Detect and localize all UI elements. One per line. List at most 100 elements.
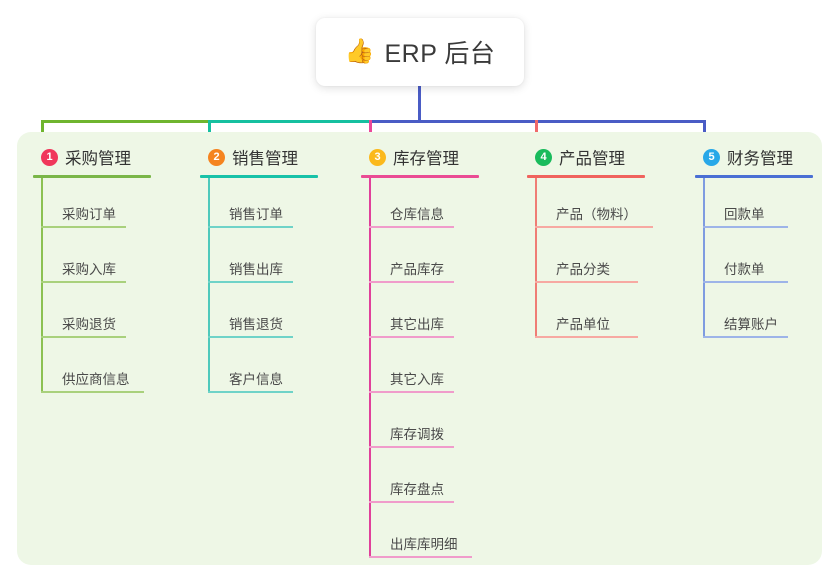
- list-item[interactable]: 采购订单: [33, 178, 193, 233]
- list-item-label: 销售出库: [229, 262, 283, 277]
- list-item[interactable]: 库存调拨: [361, 398, 536, 453]
- list-item[interactable]: 结算账户: [695, 288, 835, 343]
- connector-stem: [417, 84, 421, 123]
- list-item-label: 仓库信息: [390, 207, 444, 222]
- list-item-rule: [41, 336, 126, 338]
- list-item-label: 采购退货: [62, 317, 116, 332]
- list-item-rule: [369, 226, 454, 228]
- list-item-rule: [41, 281, 126, 283]
- list-item-label: 供应商信息: [62, 372, 130, 387]
- list-item-label: 出库库明细: [390, 537, 458, 552]
- list-item[interactable]: 采购入库: [33, 233, 193, 288]
- list-item-label: 客户信息: [229, 372, 283, 387]
- number-badge-icon: 1: [41, 148, 58, 166]
- list-item[interactable]: 产品（物料）: [527, 178, 702, 233]
- list-item-label: 库存盘点: [390, 482, 444, 497]
- column-items: 销售订单销售出库销售退货客户信息: [200, 178, 360, 398]
- list-item-label: 产品库存: [390, 262, 444, 277]
- column-items: 仓库信息产品库存其它出库其它入库库存调拨库存盘点出库库明细: [361, 178, 536, 563]
- list-item[interactable]: 其它出库: [361, 288, 536, 343]
- list-item-label: 销售退货: [229, 317, 283, 332]
- list-item-rule: [369, 501, 454, 503]
- column-title: 采购管理: [65, 150, 131, 168]
- column-header-rule: [695, 175, 813, 178]
- column-header-2[interactable]: 2 销售管理: [200, 144, 360, 170]
- column-title: 财务管理: [727, 150, 793, 168]
- connector-bar-left: [41, 120, 210, 123]
- list-item-rule: [41, 391, 144, 393]
- tree-trunk-line: [535, 178, 537, 338]
- list-item[interactable]: 其它入库: [361, 343, 536, 398]
- list-item[interactable]: 销售出库: [200, 233, 360, 288]
- diagram-panel: [17, 132, 822, 565]
- column-header-rule: [33, 175, 151, 178]
- column-title: 销售管理: [232, 150, 298, 168]
- list-item-label: 其它出库: [390, 317, 444, 332]
- column-items: 产品（物料） 产品分类产品单位: [527, 178, 702, 343]
- column-items: 采购订单采购入库采购退货供应商信息: [33, 178, 193, 398]
- number-badge-icon: 4: [535, 148, 552, 166]
- list-item-rule: [369, 446, 454, 448]
- list-item-rule: [369, 281, 454, 283]
- list-item-rule: [208, 336, 293, 338]
- list-item[interactable]: 客户信息: [200, 343, 360, 398]
- list-item[interactable]: 销售退货: [200, 288, 360, 343]
- column-header-rule: [527, 175, 645, 178]
- list-item-rule: [369, 391, 454, 393]
- list-item-label: 库存调拨: [390, 427, 444, 442]
- list-item[interactable]: 出库库明细: [361, 508, 536, 563]
- list-item[interactable]: 供应商信息: [33, 343, 193, 398]
- list-item-label: 付款单: [724, 262, 765, 277]
- list-item[interactable]: 库存盘点: [361, 453, 536, 508]
- connector-bar-mid: [208, 120, 371, 123]
- column-2: 2 销售管理销售订单销售出库销售退货客户信息: [200, 144, 360, 398]
- list-item-rule: [208, 281, 293, 283]
- list-item[interactable]: 产品分类: [527, 233, 702, 288]
- list-item[interactable]: 销售订单: [200, 178, 360, 233]
- list-item-rule: [208, 391, 293, 393]
- tree-trunk-line: [703, 178, 705, 338]
- list-item[interactable]: 仓库信息: [361, 178, 536, 233]
- list-item-label: 产品分类: [556, 262, 610, 277]
- list-item-rule: [535, 281, 638, 283]
- list-item-rule: [369, 556, 472, 558]
- column-header-rule: [200, 175, 318, 178]
- list-item-label: 产品单位: [556, 317, 610, 332]
- list-item[interactable]: 回款单: [695, 178, 835, 233]
- list-item[interactable]: 采购退货: [33, 288, 193, 343]
- tree-trunk-line: [41, 178, 43, 393]
- list-item-label: 采购订单: [62, 207, 116, 222]
- page-title: ERP 后台: [384, 40, 496, 68]
- list-item-rule: [703, 281, 788, 283]
- list-item-label: 采购入库: [62, 262, 116, 277]
- list-item-label: 产品（物料）: [556, 207, 637, 222]
- column-items: 回款单付款单结算账户: [695, 178, 835, 343]
- list-item-label: 其它入库: [390, 372, 444, 387]
- list-item-label: 回款单: [724, 207, 765, 222]
- list-item-rule: [703, 226, 788, 228]
- list-item-rule: [535, 336, 638, 338]
- list-item[interactable]: 产品库存: [361, 233, 536, 288]
- list-item[interactable]: 付款单: [695, 233, 835, 288]
- list-item-rule: [703, 336, 788, 338]
- list-item[interactable]: 产品单位: [527, 288, 702, 343]
- list-item-rule: [369, 336, 454, 338]
- column-title: 库存管理: [393, 150, 459, 168]
- root-node-card: 👍 ERP 后台: [316, 18, 524, 86]
- list-item-rule: [208, 226, 293, 228]
- column-header-rule: [361, 175, 479, 178]
- column-header-5[interactable]: 5 财务管理: [695, 144, 835, 170]
- tree-trunk-line: [208, 178, 210, 393]
- column-5: 5 财务管理回款单付款单结算账户: [695, 144, 835, 343]
- list-item-label: 销售订单: [229, 207, 283, 222]
- column-1: 1 采购管理采购订单采购入库采购退货供应商信息: [33, 144, 193, 398]
- tree-trunk-line: [369, 178, 371, 558]
- list-item-label: 结算账户: [724, 317, 778, 332]
- list-item-rule: [41, 226, 126, 228]
- number-badge-icon: 2: [208, 148, 225, 166]
- number-badge-icon: 5: [703, 148, 720, 166]
- column-header-1[interactable]: 1 采购管理: [33, 144, 193, 170]
